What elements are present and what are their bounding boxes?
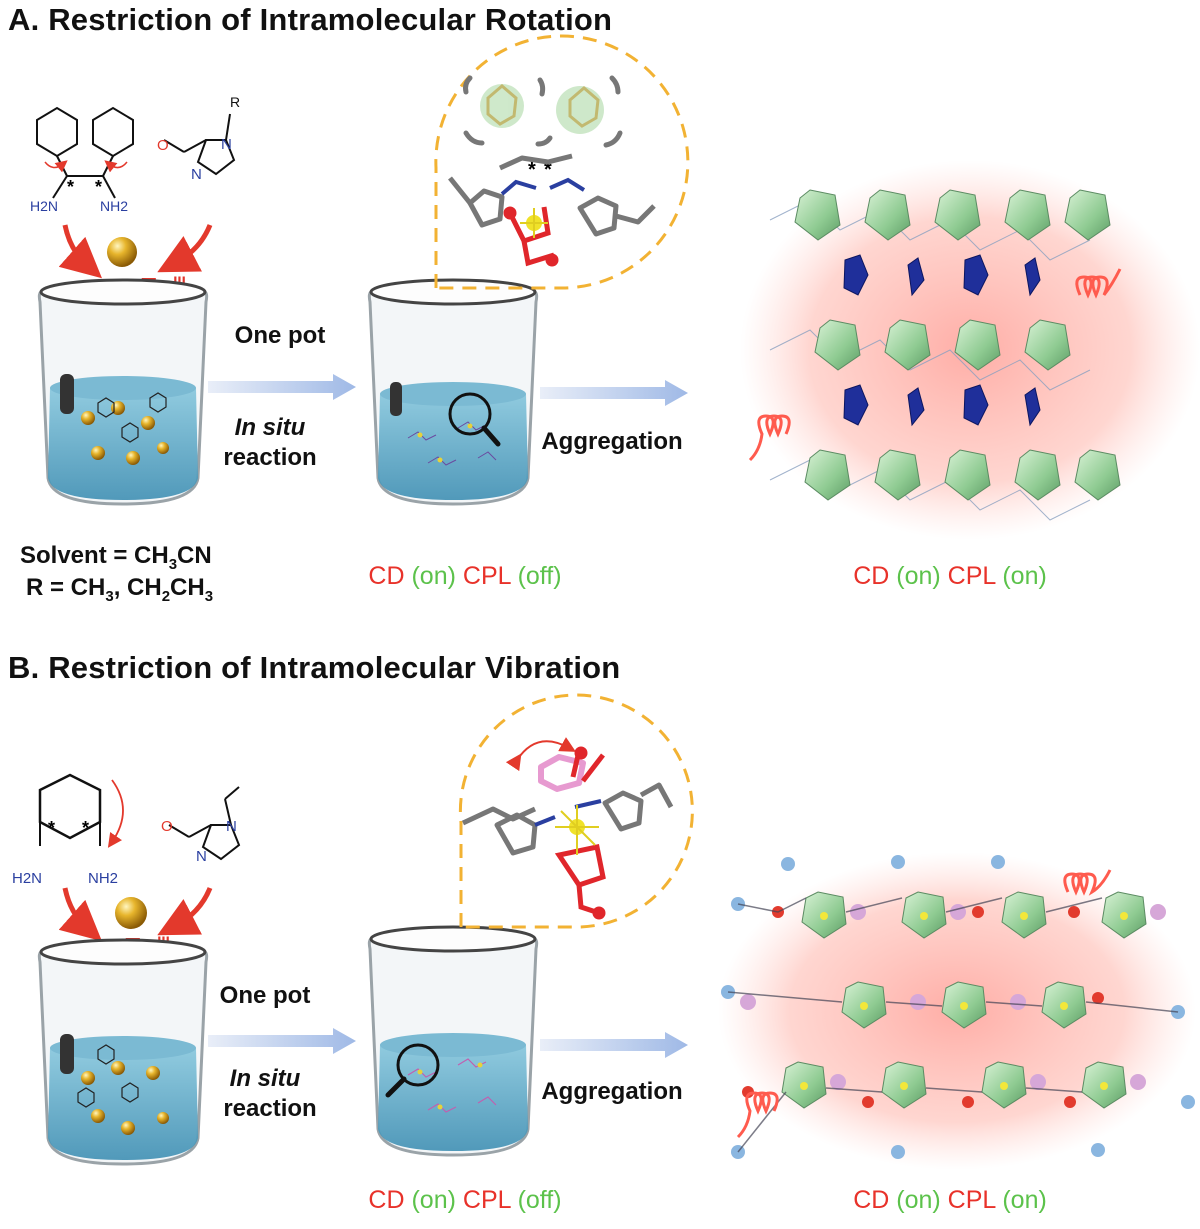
- aldehyde-o-label-b: O: [161, 818, 173, 835]
- svg-text:*: *: [95, 177, 102, 197]
- imidazole-n2-label-b: N: [196, 848, 207, 865]
- amine-label-left-b: H2N: [12, 870, 43, 887]
- status-left-a: CD (on) CPL (off): [368, 562, 562, 590]
- beaker-product-b: [367, 925, 539, 1157]
- crystal-packing-b: [718, 852, 1196, 1170]
- aldehyde-o-label-a: O: [157, 137, 169, 154]
- amine-label-right-b: NH2: [88, 870, 119, 887]
- imidazole-n2-label-a: N: [191, 166, 202, 183]
- status-right-b: CD (on) CPL (on): [853, 1186, 1047, 1214]
- imidazole-aldehyde-a: [163, 113, 236, 176]
- panel-b-title: B. Restriction of Intramolecular Vibrati…: [8, 650, 621, 685]
- imidazole-n1-label-b: N: [226, 818, 237, 835]
- flow-arrow-b2: [540, 1032, 688, 1058]
- beaker-product-a: [367, 278, 539, 506]
- solvent-label-a: Solvent = CH3CN: [20, 542, 212, 573]
- r-substituent-label-a: R = CH3, CH2CH3: [26, 574, 214, 605]
- zoom-bubble-a: * *: [434, 34, 690, 290]
- status-right-a: CD (on) CPL (on): [853, 562, 1047, 590]
- curved-arrows-b: [58, 887, 213, 942]
- panel-a-title: A. Restriction of Intramolecular Rotatio…: [8, 2, 613, 37]
- reaction-label-a: reaction: [223, 444, 317, 471]
- amine-label-left-a: H2N: [30, 198, 59, 214]
- aggregation-label-b: Aggregation: [541, 1078, 683, 1105]
- diamine-structure-a: * *: [36, 106, 134, 199]
- beaker-reactants-b: [37, 938, 209, 1166]
- r-group-label-a: R: [230, 94, 241, 110]
- flow-arrow-a2: [540, 380, 688, 406]
- svg-text:*: *: [528, 159, 536, 181]
- svg-text:*: *: [48, 818, 55, 838]
- eu-sphere-icon-b: [115, 897, 147, 929]
- svg-text:*: *: [82, 818, 89, 838]
- in-situ-label-b: In situ: [229, 1065, 301, 1092]
- flow-arrow-b1: [208, 1028, 356, 1054]
- curved-arrows-a: [58, 224, 213, 279]
- aggregation-label-a: Aggregation: [541, 428, 683, 455]
- cyclohexanediamine-structure-b: * *: [38, 773, 124, 848]
- svg-text:*: *: [544, 159, 552, 181]
- svg-text:*: *: [67, 177, 74, 197]
- reaction-label-b: reaction: [223, 1095, 317, 1122]
- in-situ-label-a: In situ: [234, 414, 306, 441]
- eu-sphere-icon-a: [107, 237, 137, 267]
- imidazole-n1-label-a: N: [221, 136, 232, 153]
- one-pot-label-a: One pot: [234, 322, 326, 349]
- one-pot-label-b: One pot: [219, 982, 311, 1009]
- crystal-packing-a: [740, 160, 1200, 540]
- status-left-b: CD (on) CPL (off): [368, 1186, 562, 1214]
- flow-arrow-a1: [208, 374, 356, 400]
- zoom-bubble-b: [458, 693, 694, 929]
- beaker-reactants-a: [37, 278, 209, 506]
- amine-label-right-a: NH2: [100, 198, 129, 214]
- imidazole-aldehyde-b: [168, 786, 241, 861]
